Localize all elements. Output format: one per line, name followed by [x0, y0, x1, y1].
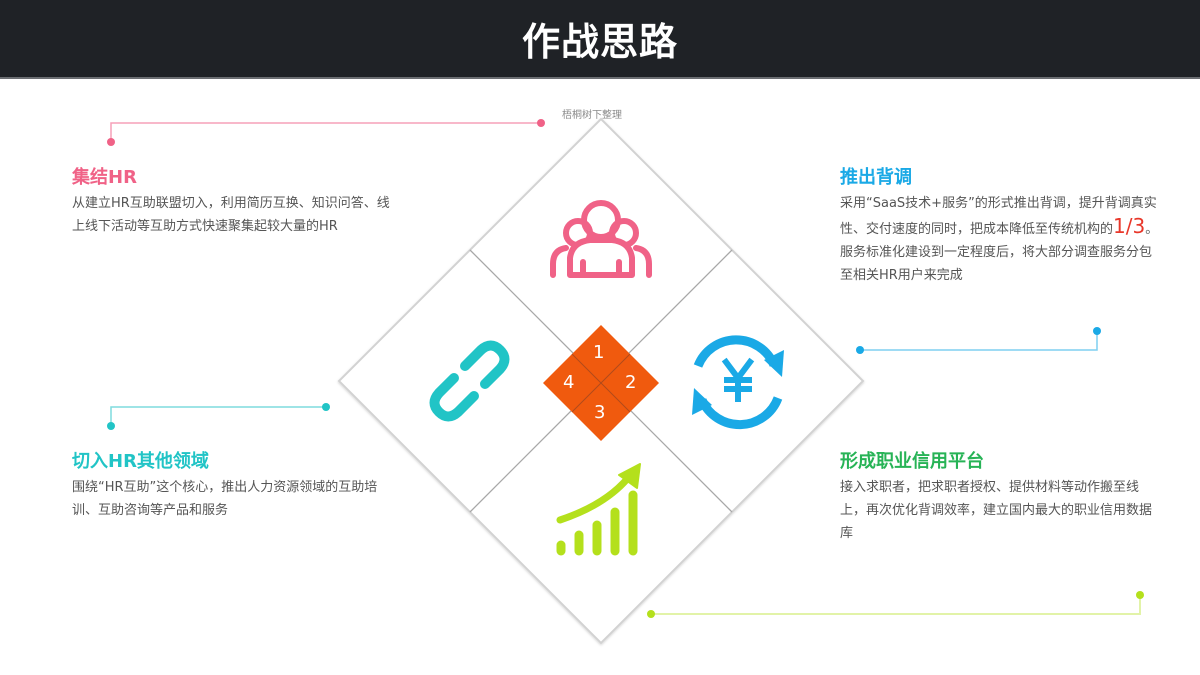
block-body: 围绕“HR互助”这个核心，推出人力资源领域的互助培训、互助咨询等产品和服务: [72, 480, 378, 518]
block-credit-platform: 形成职业信用平台 接入求职者，把求职者授权、提供材料等动作搬至线上，再次优化背调…: [840, 450, 1152, 545]
block-title: 集结HR: [72, 167, 137, 188]
header-bar: 作战思路: [0, 0, 1200, 79]
block-enter-other-fields: 切入HR其他领域 围绕“HR互助”这个核心，推出人力资源领域的互助培训、互助咨询…: [72, 450, 392, 522]
block-title: 推出背调: [840, 167, 912, 188]
growth-chart-icon: [556, 463, 641, 556]
connector-pink: [107, 119, 545, 146]
block-gather-hr: 集结HR 从建立HR互助联盟切入，利用简历互换、知识问答、线上线下活动等互助方式…: [72, 166, 392, 238]
block-title: 形成职业信用平台: [840, 451, 984, 472]
page-title: 作战思路: [521, 20, 678, 64]
chain-link-icon: [429, 340, 510, 422]
body-text: 。服务标准化建设到一定程度后，将大部分调查服务分包至相关HR用户来完成: [840, 222, 1159, 283]
yen-refresh-icon: [692, 335, 784, 430]
quadrant-number-3: 3: [594, 402, 606, 423]
connector-blue: [856, 327, 1101, 354]
block-body: 从建立HR互助联盟切入，利用简历互换、知识问答、线上线下活动等互助方式快速聚集起…: [72, 196, 390, 234]
body-text: 采用“SaaS技术+服务”的形式推出背调，提升背调真实性、交付速度的同时，把成本…: [840, 196, 1157, 237]
people-group-icon: [550, 200, 652, 278]
quadrant-number-1: 1: [593, 342, 605, 363]
center-numbered-diamond: [543, 325, 659, 441]
block-body: 采用“SaaS技术+服务”的形式推出背调，提升背调真实性、交付速度的同时，把成本…: [840, 192, 1162, 287]
quadrant-number-4: 4: [563, 372, 575, 393]
watermark: 梧桐树下整理: [562, 110, 622, 121]
block-background-check: 推出背调 采用“SaaS技术+服务”的形式推出背调，提升背调真实性、交付速度的同…: [840, 166, 1162, 287]
connector-teal: [107, 403, 330, 430]
highlight-ratio: 1/3: [1113, 214, 1146, 238]
block-body: 接入求职者，把求职者授权、提供材料等动作搬至线上，再次优化背调效率，建立国内最大…: [840, 480, 1153, 541]
block-title: 切入HR其他领域: [72, 451, 209, 472]
quadrant-number-2: 2: [625, 372, 637, 393]
connector-lime: [647, 591, 1144, 618]
